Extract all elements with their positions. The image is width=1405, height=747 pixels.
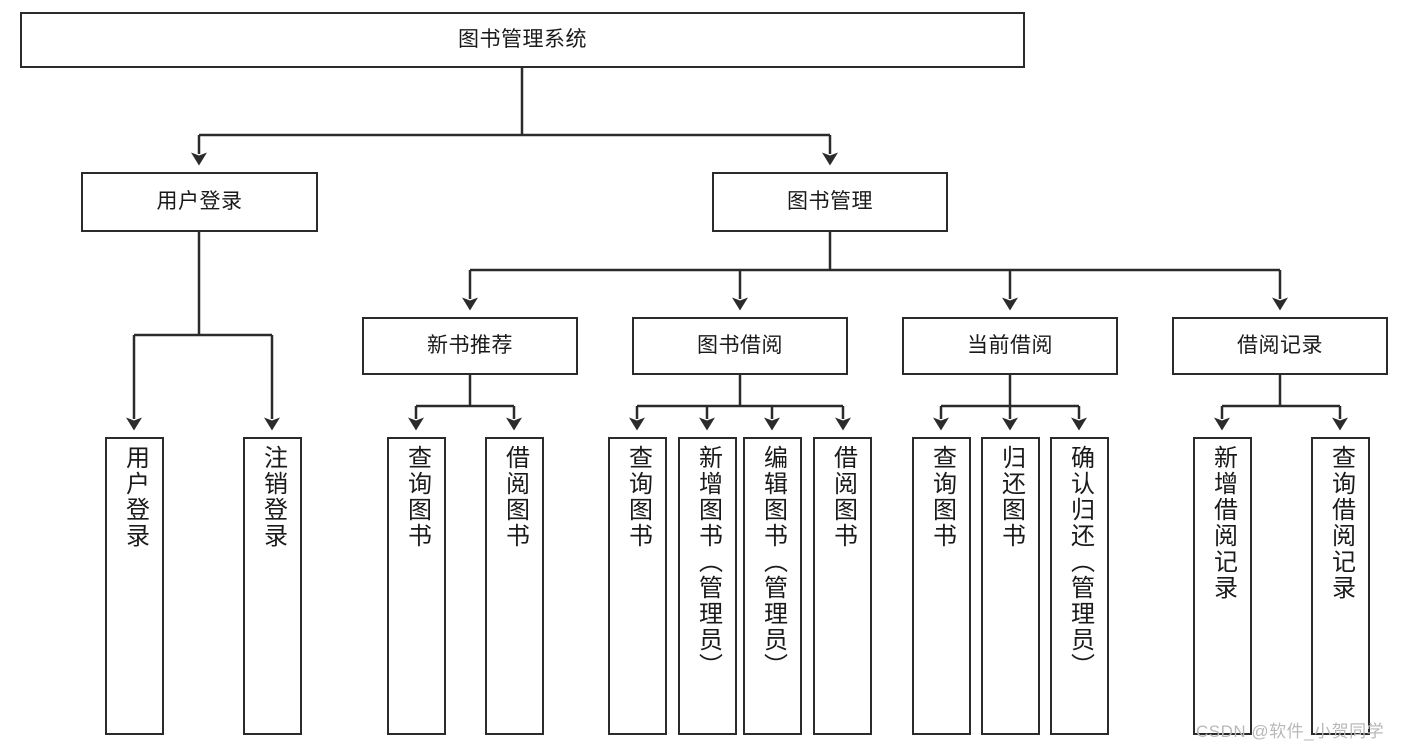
leaf-book-borrow-4-label: 借阅图书 bbox=[829, 445, 857, 549]
node-book-borrow[interactable]: 图书借阅 bbox=[632, 317, 848, 375]
leaf-book-borrow-1-label: 查询图书 bbox=[624, 445, 652, 549]
leaf-borrow-record-2-label: 查询借阅记录 bbox=[1327, 445, 1355, 601]
leaf-book-borrow-4[interactable]: 借阅图书 bbox=[813, 437, 872, 735]
node-root-label: 图书管理系统 bbox=[458, 27, 587, 51]
leaf-borrow-record-1[interactable]: 新增借阅记录 bbox=[1193, 437, 1252, 735]
node-borrow-record-label: 借阅记录 bbox=[1237, 333, 1323, 357]
leaf-book-borrow-3-label: 编辑图书（管理员） bbox=[759, 445, 787, 679]
leaf-user-login-2-label: 注销登录 bbox=[259, 445, 287, 549]
leaf-current-borrow-2[interactable]: 归还图书 bbox=[981, 437, 1040, 735]
node-new-book-rec-label: 新书推荐 bbox=[427, 333, 513, 357]
node-user-login[interactable]: 用户登录 bbox=[81, 172, 318, 232]
node-book-borrow-label: 图书借阅 bbox=[697, 333, 783, 357]
leaf-borrow-record-2[interactable]: 查询借阅记录 bbox=[1311, 437, 1370, 735]
node-current-borrow-label: 当前借阅 bbox=[967, 333, 1053, 357]
watermark-text: CSDN @软件_小贺同学 bbox=[1196, 722, 1385, 741]
leaf-book-borrow-2-label: 新增图书（管理员） bbox=[694, 445, 722, 679]
leaf-current-borrow-3[interactable]: 确认归还（管理员） bbox=[1050, 437, 1109, 735]
node-book-manage[interactable]: 图书管理 bbox=[712, 172, 948, 232]
leaf-book-borrow-3[interactable]: 编辑图书（管理员） bbox=[743, 437, 802, 735]
node-borrow-record[interactable]: 借阅记录 bbox=[1172, 317, 1388, 375]
leaf-new-book-rec-2-label: 借阅图书 bbox=[501, 445, 529, 549]
leaf-new-book-rec-2[interactable]: 借阅图书 bbox=[485, 437, 544, 735]
leaf-user-login-1-label: 用户登录 bbox=[121, 445, 149, 549]
node-current-borrow[interactable]: 当前借阅 bbox=[902, 317, 1118, 375]
leaf-book-borrow-1[interactable]: 查询图书 bbox=[608, 437, 667, 735]
node-new-book-rec[interactable]: 新书推荐 bbox=[362, 317, 578, 375]
leaf-user-login-2[interactable]: 注销登录 bbox=[243, 437, 302, 735]
node-book-manage-label: 图书管理 bbox=[787, 189, 873, 213]
leaf-current-borrow-1[interactable]: 查询图书 bbox=[912, 437, 971, 735]
leaf-current-borrow-2-label: 归还图书 bbox=[997, 445, 1025, 549]
leaf-new-book-rec-1[interactable]: 查询图书 bbox=[387, 437, 446, 735]
leaf-book-borrow-2[interactable]: 新增图书（管理员） bbox=[678, 437, 737, 735]
node-root[interactable]: 图书管理系统 bbox=[20, 12, 1025, 68]
leaf-borrow-record-1-label: 新增借阅记录 bbox=[1209, 445, 1237, 601]
leaf-new-book-rec-1-label: 查询图书 bbox=[403, 445, 431, 549]
leaf-current-borrow-1-label: 查询图书 bbox=[928, 445, 956, 549]
leaf-user-login-1[interactable]: 用户登录 bbox=[105, 437, 164, 735]
node-user-login-label: 用户登录 bbox=[156, 189, 243, 213]
leaf-current-borrow-3-label: 确认归还（管理员） bbox=[1066, 445, 1094, 679]
